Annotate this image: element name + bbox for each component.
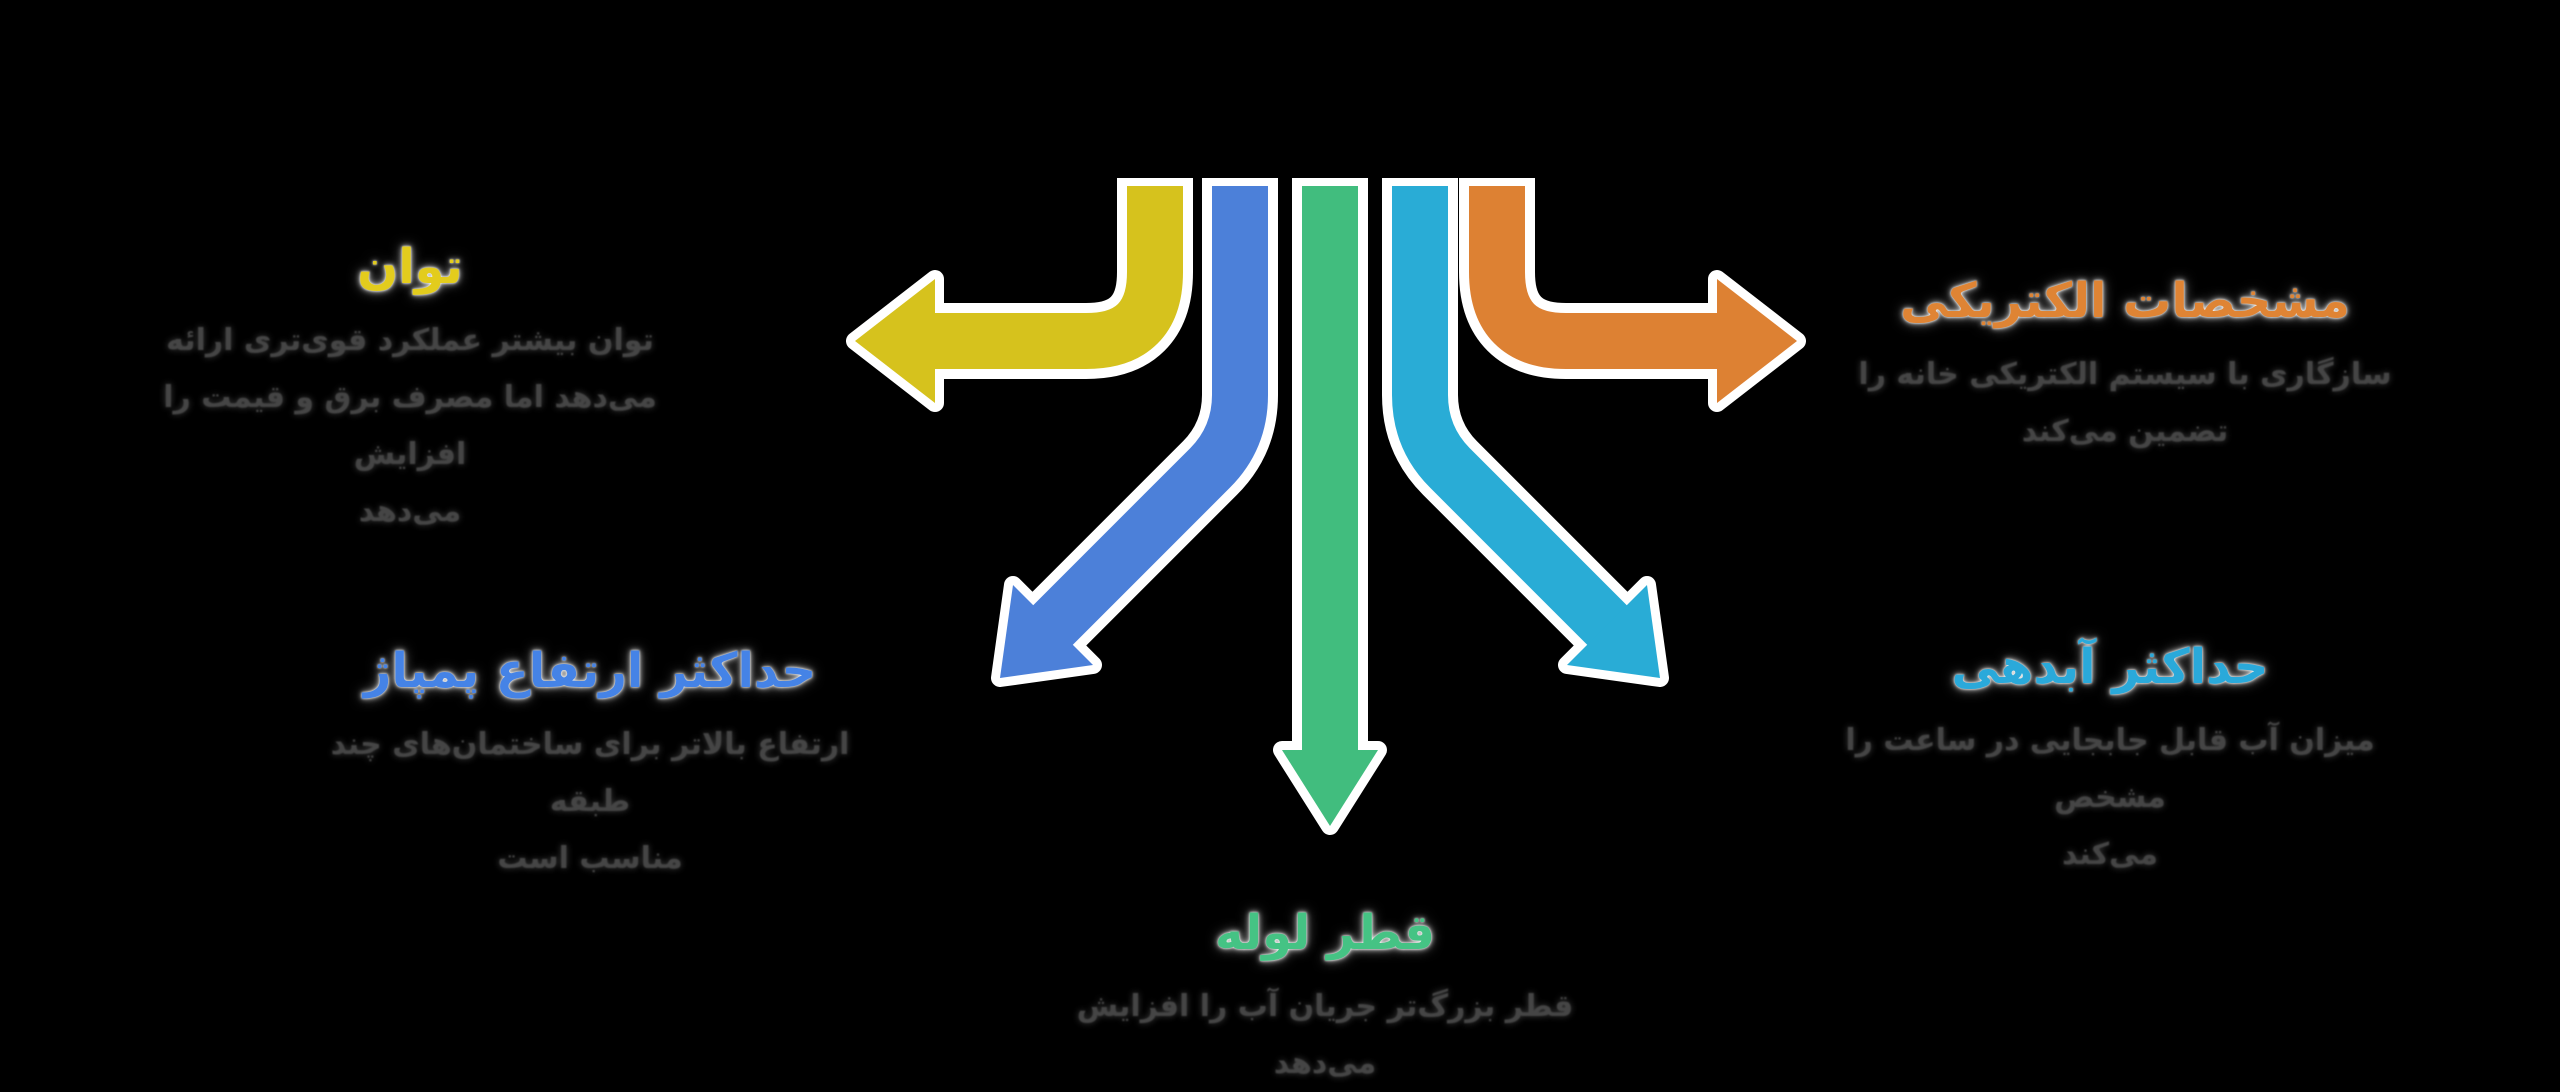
label-power: توان توان بیشتر عملکرد قوی‌تری ارائه می‌… [140,236,680,540]
pump-height-arrow-shaft [1026,186,1268,652]
label-electrical-specs: مشخصات الکتریکی سازگاری با سیستم الکتریک… [1855,270,2395,460]
max-flow-desc-line-2: می‌کند [2062,837,2158,872]
pump-height-arrowhead [1000,585,1093,678]
label-pipe-diameter: قطر لوله قطر بزرگ‌تر جریان آب را افزایش … [1055,902,1595,1092]
electrical-arrow-shaft [1469,186,1725,369]
electrical-desc-line-1: سازگاری با سیستم الکتریکی خانه را [1858,357,2392,392]
electrical-specs-title: مشخصات الکتریکی [1900,273,2350,329]
electrical-desc-line-2: تضمین می‌کند [2021,414,2229,449]
label-max-pump-height: حداکثر ارتفاع پمپاژ ارتفاع بالاتر برای س… [320,640,860,887]
max-flow-title: حداکثر آبدهی [1951,639,2269,695]
power-arrow-shaft [927,186,1183,369]
max-flow-arrowhead [1567,585,1660,678]
label-max-flow: حداکثر آبدهی میزان آب قابل جابجایی در سا… [1840,636,2380,883]
pump-height-desc-line-2: مناسب است [497,841,683,876]
max-flow-arrow-shaft [1392,186,1634,652]
power-description: توان بیشتر عملکرد قوی‌تری ارائه می‌دهد ا… [140,312,680,540]
electrical-specs-description: سازگاری با سیستم الکتریکی خانه را تضمین … [1855,346,2395,460]
max-pump-height-description: ارتفاع بالاتر برای ساختمان‌های چند طبقه … [320,716,860,887]
pipe-diameter-description: قطر بزرگ‌تر جریان آب را افزایش می‌دهد [1055,978,1595,1092]
max-flow-desc-line-1: میزان آب قابل جابجایی در ساعت را مشخص [1845,723,2375,815]
max-flow-description: میزان آب قابل جابجایی در ساعت را مشخص می… [1840,712,2380,883]
power-desc-line-2: می‌دهد اما مصرف برق و قیمت را افزایش [163,380,657,472]
arrow-fills [855,186,1797,826]
power-desc-line-1: توان بیشتر عملکرد قوی‌تری ارائه [166,323,654,358]
pump-height-desc-line-1: ارتفاع بالاتر برای ساختمان‌های چند طبقه [330,727,850,819]
pipe-diameter-desc-line-1: قطر بزرگ‌تر جریان آب را افزایش می‌دهد [1076,989,1574,1081]
pipe-diameter-arrowhead [1282,750,1378,826]
electrical-arrowhead [1717,279,1797,403]
max-pump-height-title: حداکثر ارتفاع پمپاژ [363,643,817,699]
power-desc-line-3: می‌دهد [358,494,462,529]
pipe-diameter-title: قطر لوله [1214,905,1435,961]
power-arrowhead [855,279,935,403]
power-title: توان [357,239,463,295]
